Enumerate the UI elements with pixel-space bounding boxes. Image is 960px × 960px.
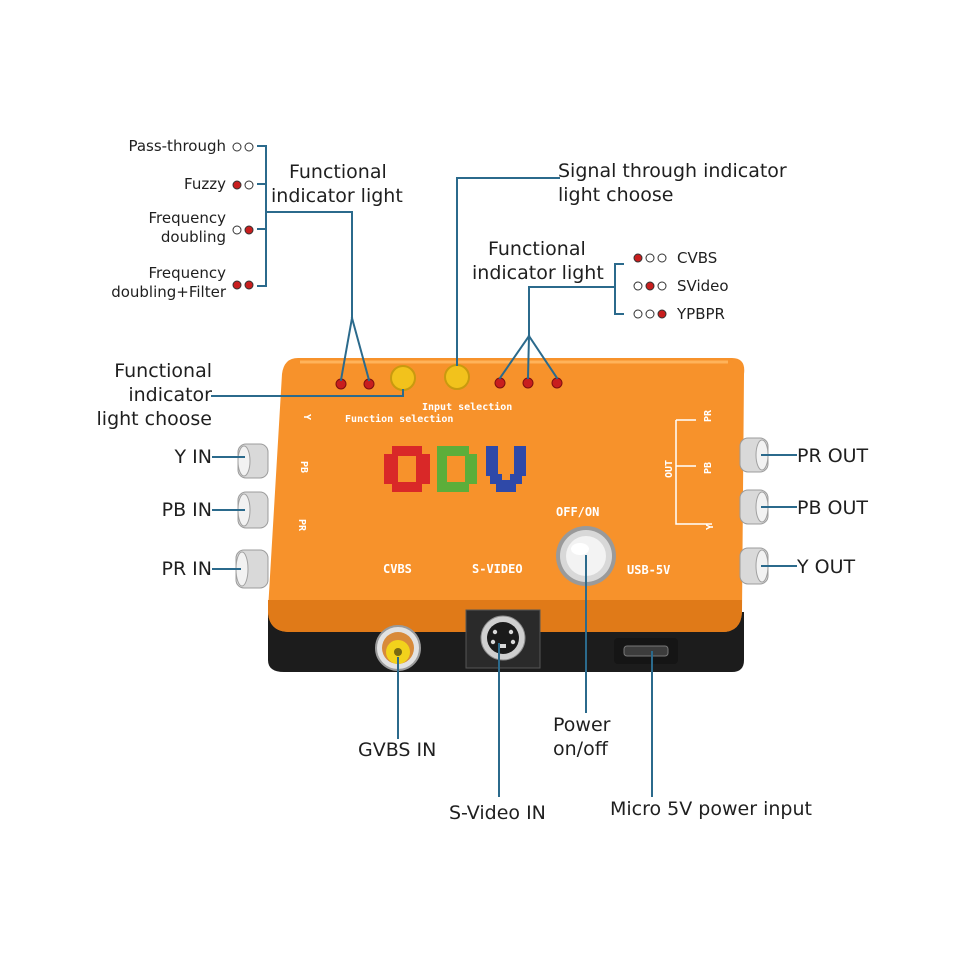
- mode-dots-frequency-doubling: [232, 225, 254, 235]
- function-selection-button[interactable]: [390, 365, 416, 391]
- s-video-in-label: S-Video IN: [449, 802, 546, 824]
- functional-indicator-light-choose: Functional indicator light choose: [97, 359, 212, 431]
- input-led-1: [494, 377, 506, 389]
- s-video-port[interactable]: [465, 609, 541, 669]
- mode-label-frequency-doubling-filter-line2: doubling+Filter: [111, 283, 226, 301]
- signal-dots-cvbs: [633, 253, 667, 263]
- functional-indicator-light-right: Functional indicator light: [472, 237, 604, 285]
- mode-dots-fuzzy: [232, 180, 254, 190]
- usb-5v-label: USB-5V: [627, 563, 670, 577]
- functional-indicator-light-choose-line2: indicator: [128, 384, 212, 406]
- signal-through-indicator-line1: Signal through indicator: [558, 160, 787, 182]
- off-on-label: OFF/ON: [556, 505, 599, 519]
- signal-label-cvbs: CVBS: [677, 249, 718, 267]
- side-label-pr-left: PR: [296, 519, 307, 532]
- s-video-label: S-VIDEO: [472, 562, 523, 576]
- function-selection-label: Function selection: [345, 413, 453, 425]
- signal-dots-svideo: [633, 281, 667, 291]
- device-body: [268, 358, 745, 632]
- pr-in-label: PR IN: [161, 558, 212, 580]
- callout-lines: [211, 145, 797, 797]
- out-bracket: [675, 419, 712, 525]
- mode-dots-passthrough: [232, 142, 254, 152]
- functional-indicator-light-choose-line3: light choose: [96, 408, 212, 430]
- power-label-line2: on/off: [553, 738, 608, 760]
- mode-label-frequency-doubling-line2: doubling: [160, 228, 226, 246]
- signal-label-ypbpr: YPBPR: [677, 305, 725, 323]
- input-led-2: [522, 377, 534, 389]
- signal-through-indicator-label: Signal through indicator light choose: [558, 159, 787, 207]
- signal-dots-ypbpr: [633, 309, 667, 319]
- micro-5v-power-input-label: Micro 5V power input: [610, 798, 812, 820]
- out-label: OUT: [664, 460, 675, 478]
- mode-label-frequency-doubling-line1: Frequency: [148, 209, 227, 227]
- y-in-label: Y IN: [174, 446, 212, 468]
- signal-through-indicator-line2: light choose: [558, 184, 674, 206]
- gvbs-in-label: GVBS IN: [358, 739, 437, 761]
- rca-jack-pb-out[interactable]: [739, 489, 769, 525]
- input-selection-button[interactable]: [444, 364, 470, 390]
- rca-jack-y-in[interactable]: [237, 443, 269, 479]
- input-led-3: [551, 377, 563, 389]
- mode-label-passthrough: Pass-through: [128, 137, 226, 155]
- side-label-y-left: Y: [301, 414, 312, 420]
- mode-label-frequency-doubling-filter-line1: Frequency: [148, 264, 227, 282]
- mode-dots-frequency-doubling-filter: [232, 280, 254, 290]
- cvbs-label: CVBS: [383, 562, 412, 576]
- pr-out-label: PR OUT: [797, 445, 869, 467]
- mode-label-fuzzy: Fuzzy: [184, 175, 226, 193]
- functional-indicator-light-right-line1: Functional: [488, 238, 586, 260]
- power-label-line1: Power: [553, 714, 611, 736]
- functional-indicator-light-right-line2: indicator light: [472, 262, 604, 284]
- signal-label-svideo: SVideo: [677, 277, 729, 295]
- functional-indicator-light-choose-line1: Functional: [114, 360, 212, 382]
- rca-jack-pb-in[interactable]: [237, 491, 269, 529]
- odv-logo: [384, 446, 526, 492]
- rca-jack-pr-in[interactable]: [235, 549, 269, 589]
- mode-label-frequency-doubling-filter: Frequency doubling+Filter: [111, 264, 226, 302]
- side-label-y-right: Y: [705, 524, 716, 530]
- rca-jack-pr-out[interactable]: [739, 437, 769, 473]
- input-selection-label: Input selection: [422, 401, 512, 413]
- y-out-label: Y OUT: [797, 556, 856, 578]
- side-label-pb-right: PB: [703, 462, 714, 474]
- power-on-off-label: Power on/off: [553, 713, 610, 761]
- pb-out-label: PB OUT: [797, 497, 868, 519]
- functional-indicator-light-top-line1: Functional: [289, 161, 387, 183]
- micro-usb-port[interactable]: [614, 638, 678, 664]
- mode-label-frequency-doubling: Frequency doubling: [149, 209, 227, 247]
- side-label-pb-left: PB: [298, 461, 309, 473]
- functional-indicator-light-top: Functional indicator light: [271, 160, 403, 208]
- side-label-pr-right: PR: [703, 409, 714, 422]
- pb-in-label: PB IN: [161, 499, 212, 521]
- functional-indicator-light-top-line2: indicator light: [271, 185, 403, 207]
